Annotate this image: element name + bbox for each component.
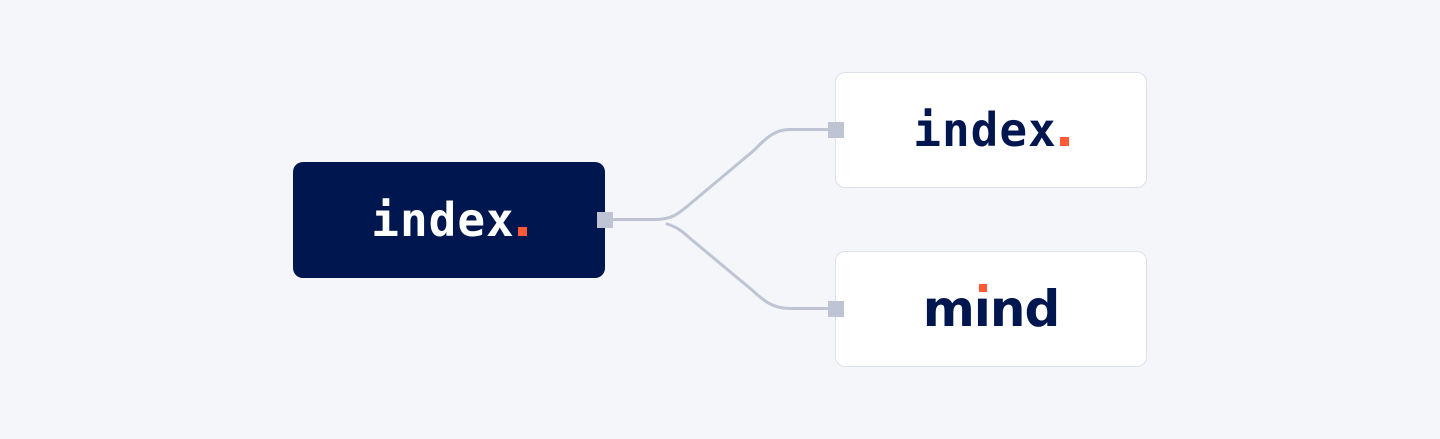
index-logo: index [371,193,527,247]
index-logo-text: index [913,103,1057,157]
child-node-mind[interactable]: mınd [835,251,1147,367]
child-mind-input-port[interactable] [828,301,844,317]
accent-dot-icon [517,227,527,236]
mind-logo-text: mınd [922,280,1061,338]
mind-logo: mınd [923,284,1060,334]
accent-dot-icon [1059,137,1069,146]
edge-root-to-index [610,128,832,221]
root-node-index[interactable]: index [293,162,605,278]
child-index-input-port[interactable] [828,122,844,138]
child-node-index[interactable]: index [835,72,1147,188]
index-logo-text: index [371,193,515,247]
index-logo: index [913,103,1069,157]
edge-root-to-mind [665,222,832,310]
root-output-port[interactable] [597,212,613,228]
accent-i-dot-icon [978,284,987,292]
